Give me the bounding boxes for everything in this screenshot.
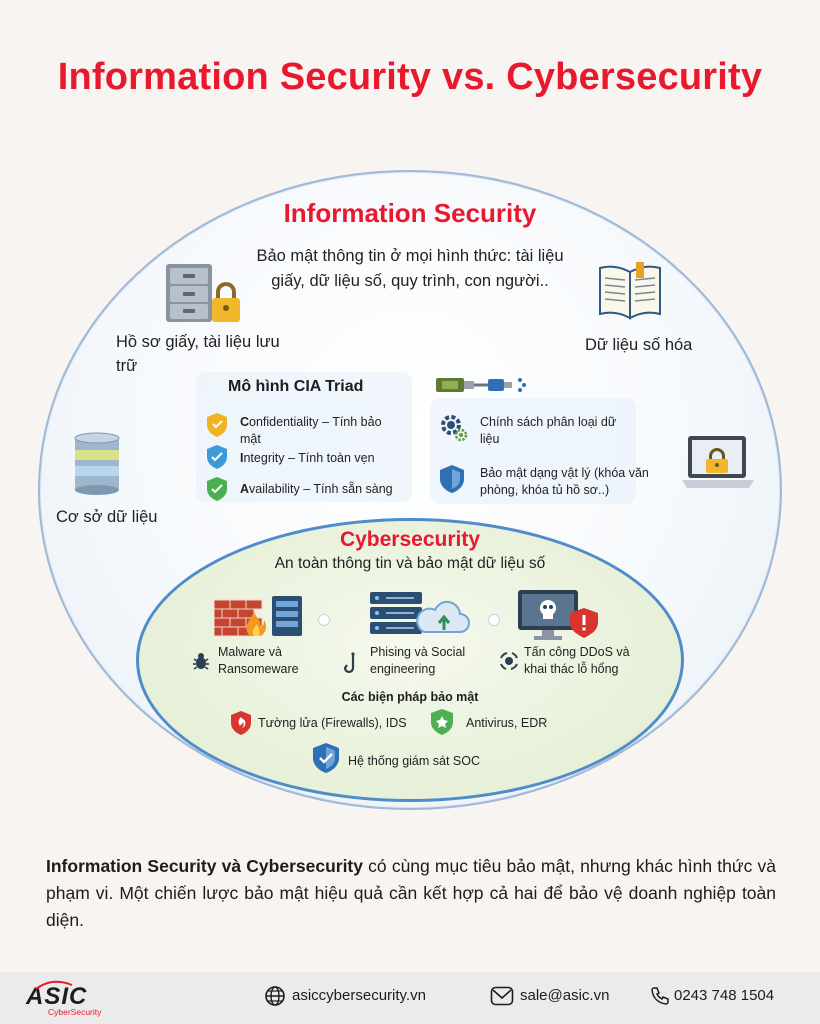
measure-soc-label: Hệ thống giám sát SOC — [348, 754, 481, 768]
filing-cabinet-icon — [164, 262, 244, 324]
asic-logo[interactable]: ASIC CyberSecurity — [26, 980, 126, 1019]
paper-documents-label: Hồ sơ giấy, tài liệu lưu trữ — [116, 333, 280, 375]
soc-monitoring-shield-icon — [312, 742, 340, 774]
phone-icon — [650, 986, 670, 1006]
threat-malware-label: Malware và Ransomeware — [218, 645, 299, 676]
website-link[interactable]: asiccybersecurity.vn — [292, 987, 426, 1004]
usb-cable-icon — [436, 374, 532, 396]
physical-security-shield-icon — [438, 464, 466, 494]
summary-text: có cùng mục tiêu bảo mật, nhưng khác hìn… — [46, 856, 776, 930]
measure-firewall-label: Tường lửa (Firewalls), IDS — [258, 716, 407, 730]
physical-security-label: Bảo mật dạng vật lý (khóa văn phòng, khó… — [480, 466, 649, 497]
information-security-subtitle: Bảo mật thông tin ở mọi hình thức: tài l… — [256, 247, 564, 290]
threat-ddos-label: Tấn công DDoS và khai thác lỗ hổng — [524, 645, 630, 676]
antivirus-shield-icon — [430, 708, 454, 736]
cybersecurity-subtitle: An toàn thông tin và bảo mật dữ liệu số — [274, 555, 546, 572]
email-link[interactable]: sale@asic.vn — [520, 987, 610, 1004]
integrity-shield-icon — [205, 444, 229, 470]
digital-data-label: Dữ liệu số hóa — [585, 336, 693, 354]
cia-confidentiality: Confidentiality – Tính bảo mật — [240, 415, 382, 446]
bug-icon — [190, 650, 212, 672]
globe-icon — [264, 985, 286, 1007]
data-classification-policy-label: Chính sách phân loại dữ liệu — [480, 415, 617, 446]
connector-dot — [488, 614, 500, 626]
policy-panel — [430, 398, 636, 504]
database-icon — [72, 432, 122, 496]
database-label: Cơ sở dữ liệu — [56, 508, 158, 526]
logo-tagline: CyberSecurity — [48, 1007, 102, 1017]
server-cloud-icon — [366, 588, 470, 640]
gear-settings-icon — [438, 412, 468, 442]
cia-triad-title: Mô hình CIA Triad — [228, 378, 364, 395]
availability-shield-icon — [205, 476, 229, 502]
summary-paragraph: Information Security và Cybersecurity có… — [46, 853, 776, 934]
page-title: Information Security vs. Cybersecurity — [57, 56, 763, 98]
laptop-lock-icon — [680, 434, 756, 500]
fishing-hook-icon — [344, 652, 362, 676]
threat-phishing-label: Phising và Social engineering — [370, 645, 466, 676]
cybersecurity-title: Cybersecurity — [339, 528, 481, 551]
email-icon — [490, 986, 514, 1006]
confidentiality-shield-icon — [205, 412, 229, 438]
footer-bar — [0, 972, 820, 1024]
cia-integrity: Integrity – Tính toàn vẹn — [240, 451, 375, 465]
connector-dot — [318, 614, 330, 626]
phone-number[interactable]: 0243 748 1504 — [674, 987, 775, 1004]
summary-bold: Information Security và Cybersecurity — [46, 856, 363, 876]
cybersecurity-ellipse — [136, 518, 684, 802]
information-security-title: Information Security — [283, 198, 537, 228]
logo-swoosh-icon — [35, 980, 73, 990]
cia-triad-panel — [196, 372, 412, 502]
firewall-icon — [214, 592, 304, 640]
skull-monitor-icon — [516, 588, 600, 642]
ddos-attack-icon — [498, 650, 520, 672]
security-measures-title: Các biện pháp bảo mật — [341, 690, 479, 704]
cia-availability: Availability – Tính sẵn sàng — [240, 482, 393, 496]
logo-text: ASIC — [26, 983, 88, 1010]
firewall-shield-icon — [230, 710, 252, 736]
open-book-icon — [596, 262, 664, 320]
measure-antivirus-label: Antivirus, EDR — [466, 716, 548, 730]
